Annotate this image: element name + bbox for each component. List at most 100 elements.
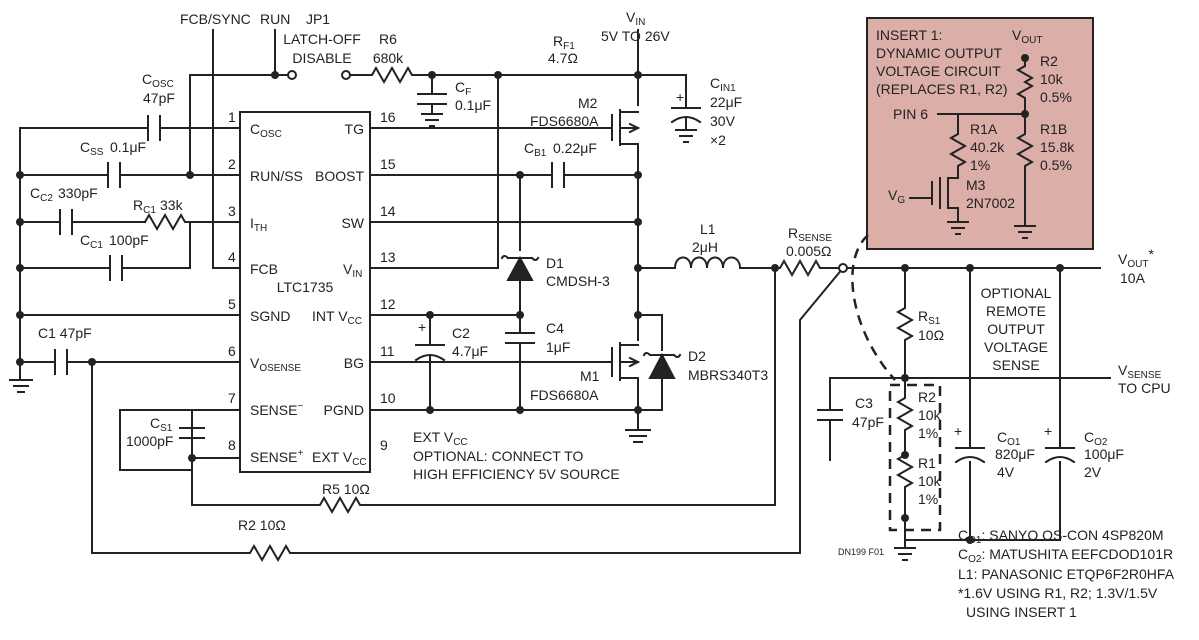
insert-r2-v1: 10k	[1040, 71, 1064, 87]
pin-15-name: BOOST	[315, 168, 364, 184]
diode-d1	[506, 255, 534, 281]
label-latch-off: LATCH-OFF	[283, 31, 361, 47]
label-r1: R1	[918, 455, 936, 471]
co2-plus: +	[1044, 423, 1052, 439]
ic-name: LTC1735	[277, 279, 334, 295]
insert-1-box	[866, 17, 1094, 250]
insert-r1a: R1A	[970, 121, 998, 137]
pin-7-name: SENSE−	[250, 401, 303, 418]
label-r6-value: 680k	[373, 50, 404, 66]
pin-7-num: 7	[228, 390, 236, 406]
label-c2-value: 4.7μF	[452, 343, 488, 359]
label-remote-2: REMOTE	[986, 303, 1046, 319]
ic-pins-right: 16 TG 15 BOOST 14 SW 13 VIN 12 INT VCC 1…	[312, 109, 396, 468]
label-m2: M2	[578, 95, 598, 111]
ic-ltc1735	[239, 111, 371, 473]
pin-11-name: BG	[344, 355, 364, 371]
label-r2-v2: 1%	[918, 425, 938, 441]
label-vout-current: 10A	[1120, 270, 1146, 286]
label-c2: C2	[452, 325, 470, 341]
pin-8-name: SENSE+	[250, 448, 303, 465]
insert-r2: R2	[1040, 53, 1058, 69]
label-r2-v1: 10k	[918, 407, 942, 423]
label-cosc: COSC	[142, 71, 174, 90]
insert-title-1: INSERT 1:	[876, 27, 942, 43]
label-cb1: CB1	[524, 140, 547, 159]
label-vsense: VSENSE	[1118, 362, 1162, 381]
label-co2: CO2	[1084, 429, 1108, 448]
insert-m3: M3	[966, 177, 986, 193]
label-m1-part: FDS6680A	[530, 387, 599, 403]
label-c3: C3	[855, 395, 873, 411]
pin-11-num: 11	[380, 343, 395, 359]
label-rc1-value: 33k	[160, 197, 184, 213]
pin-10-name: PGND	[324, 402, 364, 418]
note-star-2: USING INSERT 1	[966, 604, 1077, 620]
pin-13-num: 13	[380, 249, 396, 265]
label-vsense-to: TO CPU	[1118, 380, 1171, 396]
insert-title-2: DYNAMIC OUTPUT	[876, 45, 1002, 61]
label-ext-note-1: OPTIONAL: CONNECT TO	[413, 448, 583, 464]
label-rf1-value: 4.7Ω	[548, 50, 578, 66]
label-cin1-count: ×2	[710, 132, 726, 148]
label-l1: L1	[700, 221, 716, 237]
cin1-plus: +	[676, 89, 684, 105]
jumper-terminal-right	[341, 70, 351, 80]
label-cb1-value: 0.22μF	[553, 140, 597, 156]
label-cc2-value: 330pF	[58, 185, 98, 201]
label-ext-vcc: EXT VCC	[413, 429, 468, 448]
label-disable: DISABLE	[292, 50, 351, 66]
label-r2: R2	[918, 389, 936, 405]
ic-pins-left: 1 COSC 2 RUN/SS 3 ITH 4 FCB 5 SGND 6 VOS…	[228, 109, 303, 465]
label-co1-v2: 4V	[997, 464, 1015, 480]
insert-m3-part: 2N7002	[966, 195, 1015, 211]
pin-16-num: 16	[380, 109, 396, 125]
wires	[9, 29, 1111, 563]
note-star-1: *1.6V USING R1, R2; 1.3V/1.5V	[958, 585, 1158, 601]
label-remote-3: OUTPUT	[987, 321, 1045, 337]
pin-14-num: 14	[380, 203, 396, 219]
insert-link-curve	[851, 234, 896, 381]
label-c1: C1 47pF	[38, 325, 92, 341]
label-rs1: RS1	[918, 308, 941, 327]
pin-15-num: 15	[380, 156, 396, 172]
note-co1: CO1: SANYO OS-CON 4SP820M	[958, 527, 1164, 546]
label-jp1: JP1	[306, 11, 330, 27]
label-vout: VOUT*	[1118, 246, 1154, 270]
pin-14-name: SW	[341, 215, 364, 231]
label-d2-part: MBRS340T3	[688, 367, 768, 383]
label-rsense-value: 0.005Ω	[786, 243, 832, 259]
pin-1-name: COSC	[250, 121, 282, 140]
label-remote-5: SENSE	[992, 357, 1039, 373]
label-r1-v2: 1%	[918, 491, 938, 507]
insert-replace-region	[888, 383, 942, 532]
pin-13-name: VIN	[343, 261, 362, 280]
label-co1-v1: 820μF	[995, 446, 1035, 462]
label-d1: D1	[546, 255, 564, 271]
pin-9-name: EXT VCC	[312, 449, 367, 468]
label-m1: M1	[580, 368, 600, 384]
label-ext-note-2: HIGH EFFICIENCY 5V SOURCE	[413, 466, 620, 482]
pin-9-num: 9	[380, 437, 388, 453]
label-m2-part: FDS6680A	[530, 113, 599, 129]
pin-6-num: 6	[228, 343, 236, 359]
insert-r1a-v2: 1%	[970, 157, 990, 173]
pin-4-name: FCB	[250, 261, 278, 277]
label-fcb-sync: FCB/SYNC	[180, 11, 251, 27]
label-remote-4: VOLTAGE	[984, 339, 1048, 355]
mosfet-m1	[611, 342, 641, 381]
label-cs1-value: 1000pF	[126, 433, 173, 449]
label-cc2: CC2	[30, 185, 53, 204]
label-vin-range: 5V TO 26V	[601, 28, 670, 44]
label-d1-part: CMDSH-3	[546, 273, 610, 289]
insert-r1b: R1B	[1040, 121, 1067, 137]
pin-4-num: 4	[228, 249, 236, 265]
label-r2-bottom: R2 10Ω	[238, 517, 286, 533]
label-run: RUN	[260, 11, 290, 27]
label-rf1: RF1	[553, 33, 575, 52]
jumper-terminal-left	[287, 70, 297, 80]
label-co1: CO1	[997, 429, 1021, 448]
label-c3-value: 47pF	[852, 414, 884, 430]
label-c4: C4	[546, 320, 564, 336]
